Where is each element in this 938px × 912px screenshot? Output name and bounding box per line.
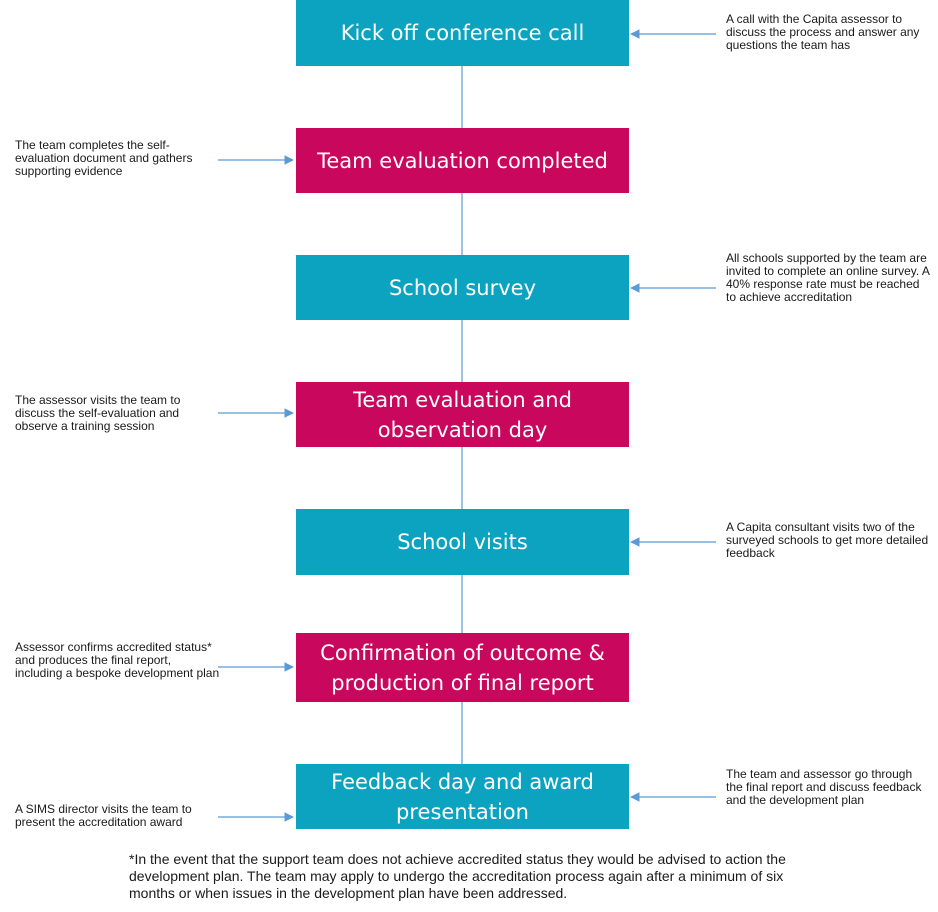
note-observation-day: The assessor visits the team to discuss … [15,393,181,433]
step-confirmation-final-report: Confirmation of outcome & production of … [296,633,629,702]
note-feedback-day: The team and assessor go through the fin… [726,767,922,807]
note-confirmation: Assessor confirms accredited status* and… [15,640,220,680]
step-kick-off-call: Kick off conference call [296,0,629,66]
note-sims-director: A SIMS director visits the team to prese… [15,802,192,829]
note-school-visits: A Capita consultant visits two of the su… [726,520,929,560]
step-team-evaluation-completed: Team evaluation completed [296,128,629,193]
footnote: *In the event that the support team does… [129,851,786,901]
step-feedback-award: Feedback day and award presentation [296,764,629,829]
note-school-survey: All schools supported by the team are in… [726,251,930,304]
step-school-visits: School visits [296,509,629,575]
note-kick-off-call: A call with the Capita assessor to discu… [726,12,920,52]
step-school-survey: School survey [296,255,629,320]
note-team-evaluation: The team completes the self-evaluation d… [15,138,193,178]
step-observation-day: Team evaluation and observation day [296,382,629,447]
